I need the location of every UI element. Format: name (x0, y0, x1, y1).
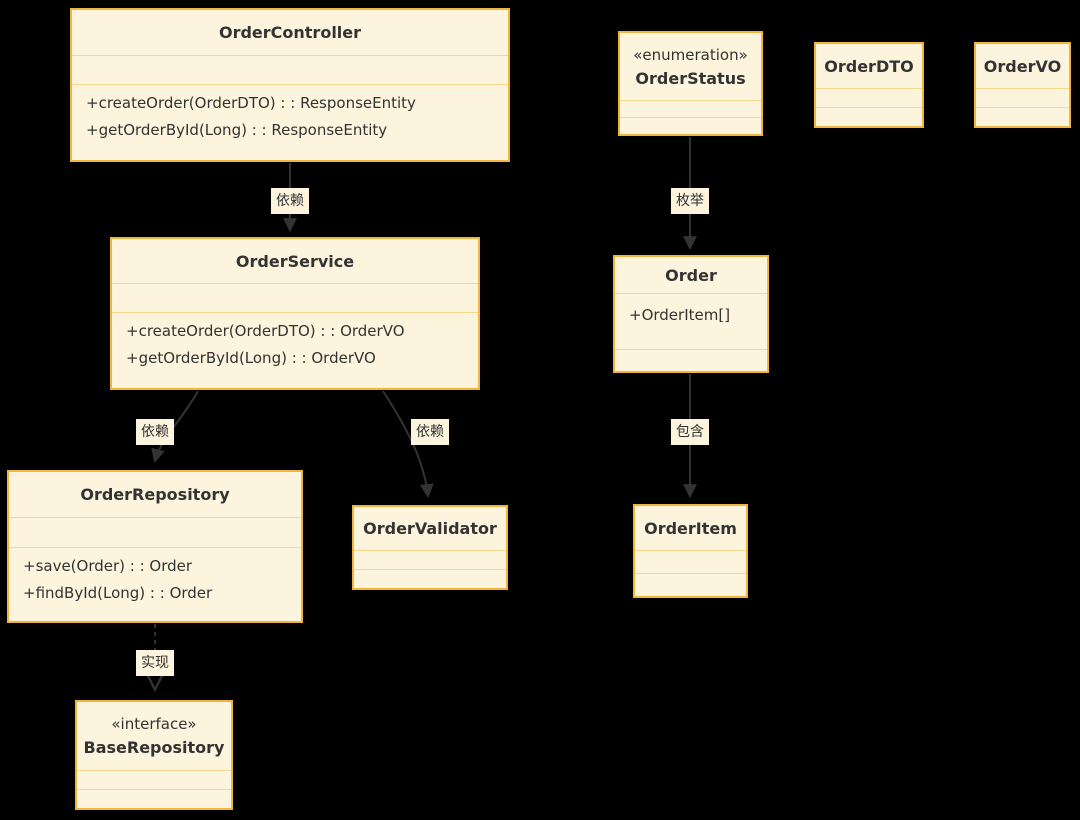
class-title: «enumeration» OrderStatus (620, 33, 761, 100)
methods-section (354, 569, 506, 588)
class-title: «interface» BaseRepository (77, 702, 231, 770)
method-line: +findById(Long) : : Order (23, 584, 213, 602)
edge-label-contains: 包含 (671, 419, 709, 445)
method-line: +createOrder(OrderDTO) : : ResponseEntit… (86, 94, 416, 112)
class-order-dto: OrderDTO (814, 42, 924, 128)
class-order-service: OrderService +createOrder(OrderDTO) : : … (110, 237, 480, 390)
class-order-validator: OrderValidator (352, 505, 508, 590)
attributes-section (9, 517, 301, 547)
methods-section (635, 573, 746, 596)
class-title: Order (665, 265, 717, 285)
edge-label-enumeration: 枚举 (671, 188, 709, 214)
edge-label-dependency: 依赖 (411, 419, 449, 445)
method-line: +save(Order) : : Order (23, 557, 193, 575)
class-name: OrderStatus (635, 68, 746, 88)
attributes-section: +OrderItem[] (615, 293, 767, 349)
class-order-vo: OrderVO (974, 42, 1071, 128)
attributes-section (77, 770, 231, 789)
attributes-section (976, 88, 1069, 107)
attributes-section (620, 100, 761, 117)
class-order-controller: OrderController +createOrder(OrderDTO) :… (70, 8, 510, 162)
methods-section (77, 789, 231, 808)
class-order: Order +OrderItem[] (613, 255, 769, 373)
methods-section: +createOrder(OrderDTO) : : ResponseEntit… (72, 84, 508, 144)
class-order-item: OrderItem (633, 504, 748, 598)
stereotype-label: «enumeration» (633, 45, 748, 64)
methods-section (976, 107, 1069, 126)
class-name: BaseRepository (83, 738, 225, 757)
methods-section: +createOrder(OrderDTO) : : OrderVO +getO… (112, 312, 478, 372)
stereotype-label: «interface» (111, 715, 197, 733)
edge-label-realization: 实现 (136, 650, 174, 676)
class-title: OrderService (235, 251, 355, 271)
attributes-section (72, 55, 508, 84)
class-title: OrderController (218, 23, 362, 42)
methods-section (816, 107, 922, 126)
class-title: OrderItem (644, 518, 737, 538)
class-order-repository: OrderRepository +save(Order) : : Order +… (7, 470, 303, 623)
attributes-section (816, 88, 922, 107)
methods-section: +save(Order) : : Order +findById(Long) :… (9, 547, 301, 607)
edge-label-dependency: 依赖 (136, 419, 174, 445)
method-line: +getOrderById(Long) : : ResponseEntity (86, 121, 388, 139)
class-base-repository: «interface» BaseRepository (75, 700, 233, 810)
attributes-section (635, 550, 746, 573)
method-line: +getOrderById(Long) : : OrderVO (126, 349, 376, 367)
method-line: +createOrder(OrderDTO) : : OrderVO (126, 322, 405, 340)
class-title: OrderValidator (363, 519, 497, 538)
attribute-line: +OrderItem[] (629, 306, 731, 324)
methods-section (615, 349, 767, 371)
methods-section (620, 117, 761, 134)
class-title: OrderVO (983, 56, 1062, 76)
attributes-section (112, 283, 478, 312)
class-title: OrderRepository (80, 485, 230, 504)
edge-label-dependency: 依赖 (271, 188, 309, 214)
class-title: OrderDTO (824, 56, 914, 76)
attributes-section (354, 550, 506, 569)
class-order-status: «enumeration» OrderStatus (618, 31, 763, 136)
